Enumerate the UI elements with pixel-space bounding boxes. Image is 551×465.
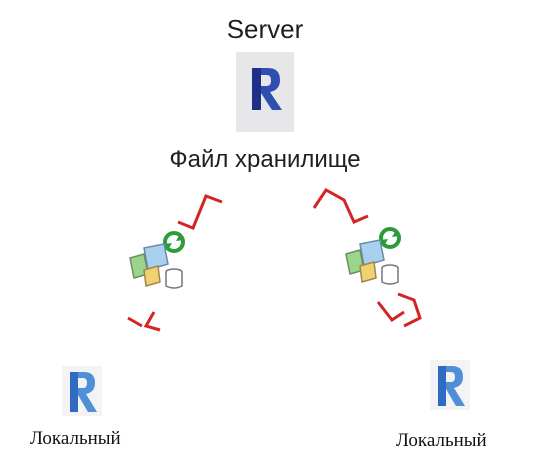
- central-file-label: Файл хранилище: [169, 146, 361, 173]
- revit-central-icon: [252, 68, 282, 110]
- local-file-label-right: Локальный: [396, 430, 487, 451]
- local-file-label-left: Локальный: [30, 428, 121, 449]
- revit-local-icon: [62, 366, 102, 416]
- synchronize-with-central-icon: [345, 227, 401, 285]
- synchronize-with-central-icon: [129, 231, 185, 289]
- server-label: Server: [226, 14, 304, 44]
- revit-local-icon: [430, 360, 470, 410]
